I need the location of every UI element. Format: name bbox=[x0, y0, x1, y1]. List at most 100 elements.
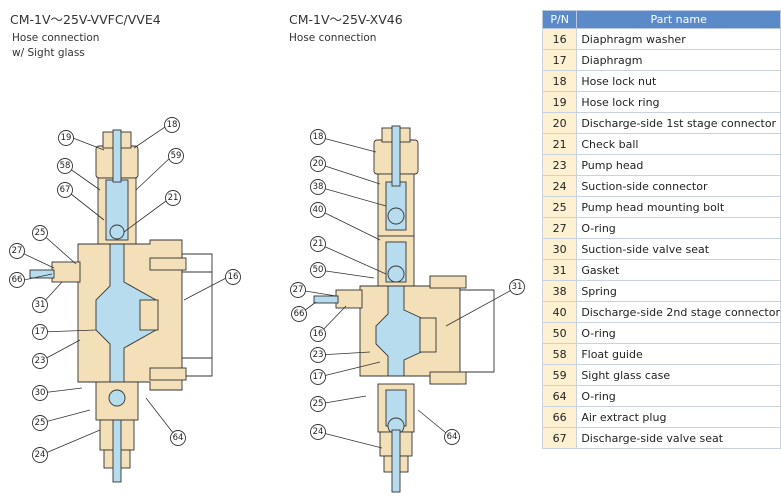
svg-text:24: 24 bbox=[35, 450, 46, 460]
callout-right-25: 25 bbox=[310, 396, 326, 412]
right-figure-subtitle: Hose connection bbox=[289, 32, 377, 44]
callout-left-30: 30 bbox=[32, 385, 48, 401]
part-name: Float guide bbox=[576, 343, 781, 365]
svg-text:20: 20 bbox=[313, 159, 324, 169]
part-name: O-ring bbox=[576, 217, 781, 239]
svg-text:27: 27 bbox=[12, 246, 23, 256]
svg-text:23: 23 bbox=[35, 356, 46, 366]
svg-text:25: 25 bbox=[313, 399, 324, 409]
part-name: Hose lock nut bbox=[576, 70, 781, 92]
part-name: Suction-side valve seat bbox=[576, 238, 781, 260]
svg-text:50: 50 bbox=[313, 265, 324, 275]
svg-text:58: 58 bbox=[60, 161, 71, 171]
part-number: 17 bbox=[541, 49, 578, 71]
callout-left-25-top: 25 bbox=[32, 225, 48, 241]
part-name: Sight glass case bbox=[576, 364, 781, 386]
callout-right-21: 21 bbox=[310, 236, 326, 252]
svg-text:40: 40 bbox=[313, 205, 324, 215]
callout-left-59: 59 bbox=[168, 148, 184, 164]
callout-left-64: 64 bbox=[170, 430, 186, 446]
callout-right-18: 18 bbox=[310, 129, 326, 145]
callout-left-25-bottom: 25 bbox=[32, 415, 48, 431]
part-number: 58 bbox=[541, 343, 578, 365]
left-figure-title: CM-1V～25V-VVFC/VVE4 bbox=[10, 12, 161, 27]
callout-right-24: 24 bbox=[310, 424, 326, 440]
svg-text:18: 18 bbox=[313, 132, 324, 142]
part-number: 20 bbox=[541, 112, 578, 134]
parts-table-header: P/N Part name bbox=[541, 10, 781, 29]
svg-text:64: 64 bbox=[173, 433, 184, 443]
part-name: Suction-side connector bbox=[576, 175, 781, 197]
svg-text:66: 66 bbox=[294, 309, 305, 319]
callout-right-17: 17 bbox=[310, 369, 326, 385]
part-number: 66 bbox=[541, 406, 578, 428]
svg-text:38: 38 bbox=[313, 182, 324, 192]
callout-left-31: 31 bbox=[32, 297, 48, 313]
part-number: 19 bbox=[541, 91, 578, 113]
callout-left-67: 67 bbox=[57, 182, 73, 198]
svg-text:30: 30 bbox=[35, 388, 46, 398]
part-number: 27 bbox=[541, 217, 578, 239]
part-name: Discharge-side 1st stage connector bbox=[576, 112, 781, 134]
part-name: O-ring bbox=[576, 385, 781, 407]
part-name: Pump head mounting bolt bbox=[576, 196, 781, 218]
callout-right-23: 23 bbox=[310, 347, 326, 363]
svg-text:59: 59 bbox=[171, 151, 182, 161]
callout-right-20: 20 bbox=[310, 156, 326, 172]
callout-left-23: 23 bbox=[32, 353, 48, 369]
part-number: 25 bbox=[541, 196, 578, 218]
svg-text:23: 23 bbox=[313, 350, 324, 360]
svg-text:21: 21 bbox=[313, 239, 324, 249]
callout-right-64: 64 bbox=[444, 429, 460, 445]
svg-text:18: 18 bbox=[167, 120, 178, 130]
callout-left-66: 66 bbox=[9, 272, 25, 288]
part-number: 67 bbox=[541, 427, 578, 449]
left-figure-subtitle-2: w/ Sight glass bbox=[12, 47, 85, 59]
part-number: 21 bbox=[541, 133, 578, 155]
part-name: Diaphragm bbox=[576, 49, 781, 71]
pump-cross-section-diagram: 19 18 58 59 67 21 25 27 66 31 16 17 23 3… bbox=[9, 117, 525, 493]
part-number: 31 bbox=[541, 259, 578, 281]
callout-right-31: 16 bbox=[310, 326, 326, 342]
part-name: Discharge-side valve seat bbox=[576, 427, 781, 449]
callout-right-38: 38 bbox=[310, 179, 326, 195]
part-number: 16 bbox=[541, 28, 578, 50]
svg-text:24: 24 bbox=[313, 427, 324, 437]
svg-text:64: 64 bbox=[447, 432, 458, 442]
part-number: 30 bbox=[541, 238, 578, 260]
right-figure-title: CM-1V～25V-XV46 bbox=[289, 12, 403, 27]
svg-text:16: 16 bbox=[313, 329, 324, 339]
part-name: O-ring bbox=[576, 322, 781, 344]
part-name: Spring bbox=[576, 280, 781, 302]
part-number: 40 bbox=[541, 301, 578, 323]
callout-left-27: 27 bbox=[9, 243, 25, 259]
leader-lines bbox=[19, 124, 518, 456]
right-pump-drawing bbox=[313, 125, 495, 493]
svg-text:25: 25 bbox=[35, 418, 46, 428]
part-name: Air extract plug bbox=[576, 406, 781, 428]
part-name: Gasket bbox=[576, 259, 781, 281]
svg-text:21: 21 bbox=[168, 193, 179, 203]
callout-right-40: 40 bbox=[310, 202, 326, 218]
part-number: 23 bbox=[541, 154, 578, 176]
header-part-name: Part name bbox=[576, 10, 781, 29]
svg-text:17: 17 bbox=[35, 327, 46, 337]
header-pn: P/N bbox=[541, 10, 578, 29]
